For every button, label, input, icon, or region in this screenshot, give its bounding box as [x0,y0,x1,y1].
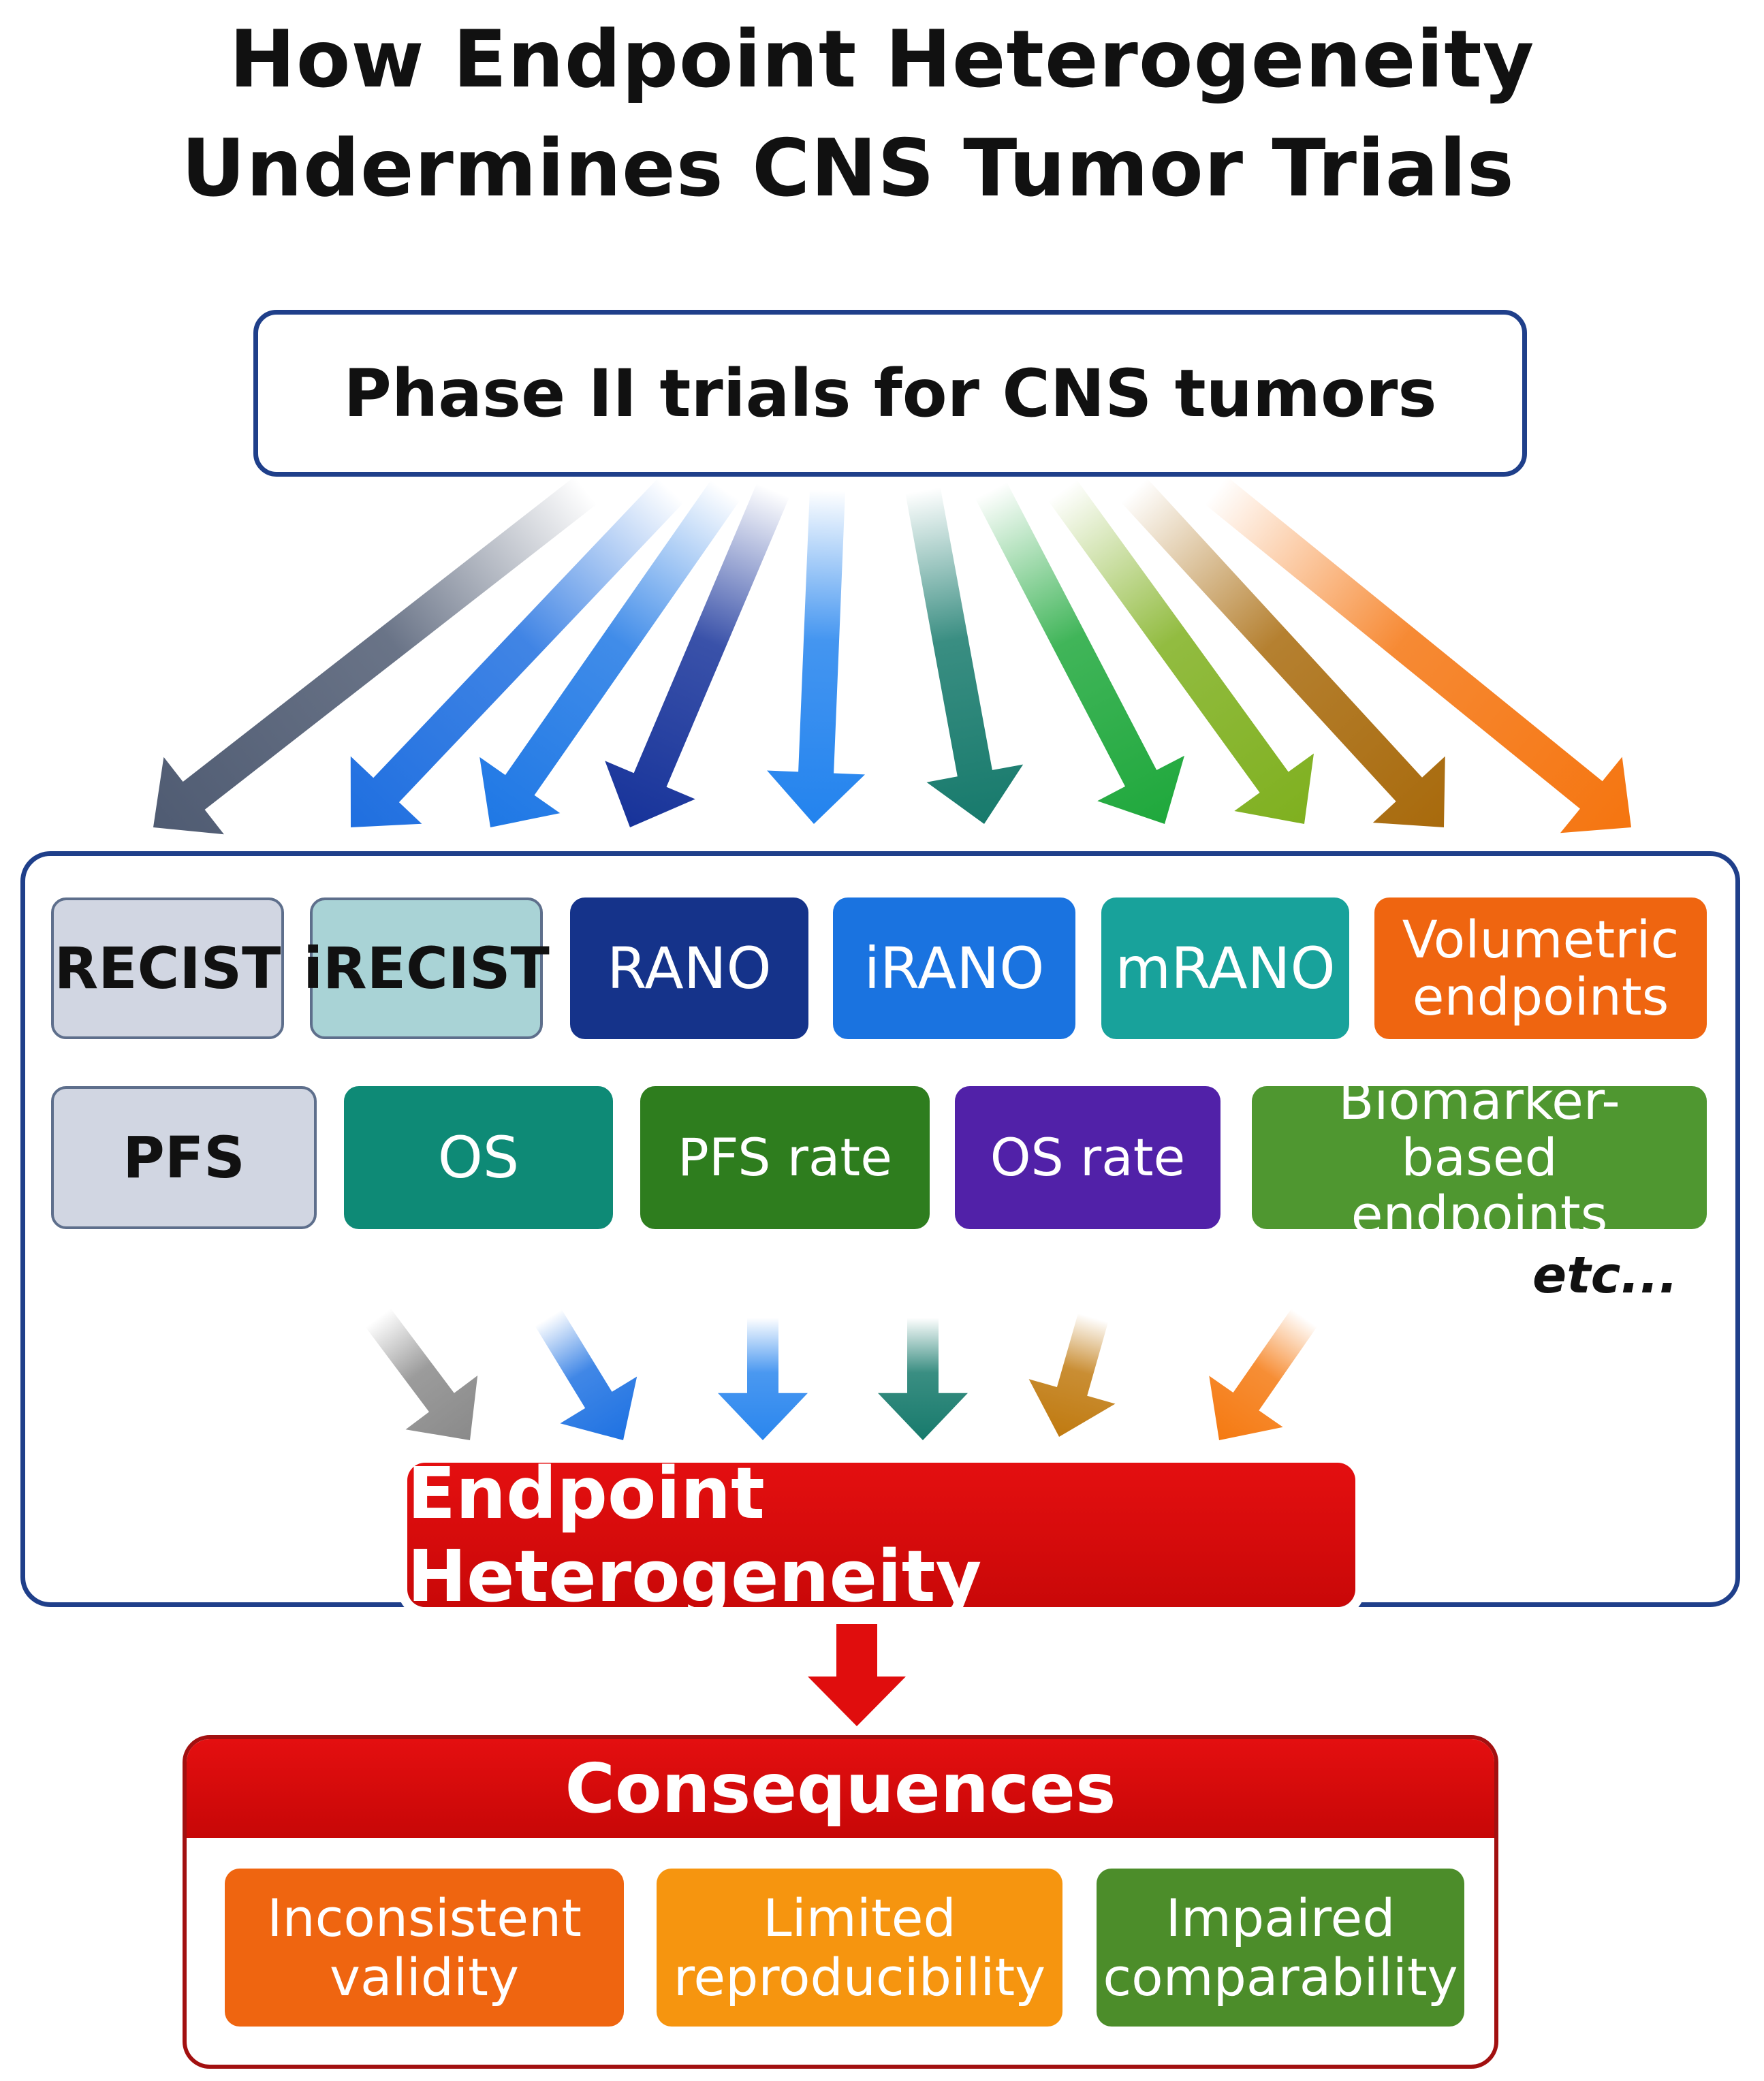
endpoint-chip-irano: iRANO [833,897,1075,1039]
endpoint-chip-irecist: iRECIST [303,897,550,1039]
consequence-limited-reproducibility: Limited reproducibility [657,1869,1062,2027]
endpoint-heterogeneity-box: Endpoint Heterogeneity [407,1452,1355,1618]
down-arrow-top-5 [767,489,865,824]
endpoint-chip-recist: RECIST [51,897,284,1039]
down-arrow-top-2 [350,478,684,827]
down-arrow-red [808,1624,906,1726]
diagram-title-line-2: Undermines CNS Tumor Trials [181,123,1515,215]
endpoint-chip-mrano: mRANO [1101,897,1349,1039]
down-arrow-top-9 [1120,478,1445,827]
top-arrow-group [153,476,1631,835]
endpoint-chip-os: OS [344,1086,613,1229]
down-arrow-top-6 [905,487,1024,824]
consequences-panel: Consequences Inconsistent validity Limit… [183,1735,1498,2069]
etc-label: etc... [1532,1246,1678,1305]
consequence-impaired-comparability: Impaired comparability [1097,1869,1464,2027]
endpoint-chip-volumetric: Volumetric endpoints [1374,897,1707,1039]
middle-arrow-group [365,1308,1317,1440]
down-arrow-top-8 [1048,479,1314,824]
endpoint-chip-pfs: PFS [51,1086,317,1229]
phase-ii-trials-box: Phase II trials for CNS tumors [253,310,1527,477]
endpoint-chip-pfs-rate: PFS rate [640,1086,930,1229]
down-arrow-top-10 [1204,476,1631,833]
down-arrow-top-7 [975,482,1184,824]
down-arrow-middle-4 [878,1318,968,1440]
down-arrow-middle-3 [718,1318,808,1440]
down-arrow-top-4 [605,483,789,827]
down-arrow-middle-5 [1028,1313,1116,1437]
endpoint-chip-os-rate: OS rate [955,1086,1220,1229]
diagram-title-line-1: How Endpoint Heterogeneity [229,14,1535,106]
down-arrow-middle-2 [535,1309,637,1440]
down-arrow-middle-6 [1209,1308,1317,1440]
down-arrow-top-3 [479,480,740,827]
consequence-inconsistent-validity: Inconsistent validity [225,1869,624,2027]
down-arrow-middle-1 [365,1308,478,1440]
consequences-header: Consequences [187,1739,1494,1838]
down-arrow-top-1 [153,476,597,835]
endpoint-chip-rano: RANO [570,897,808,1039]
